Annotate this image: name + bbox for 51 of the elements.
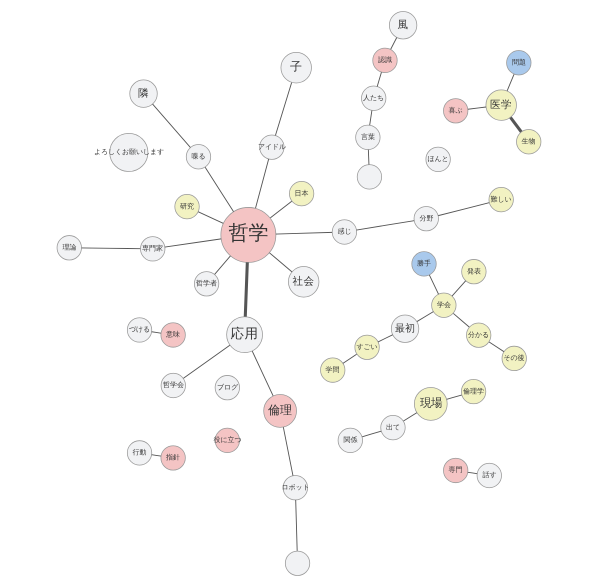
connector	[506, 74, 514, 92]
connector	[377, 334, 393, 342]
connector	[466, 106, 486, 110]
connector	[150, 454, 161, 457]
connector	[356, 220, 414, 231]
connector	[361, 430, 382, 438]
connector	[390, 37, 397, 50]
connector	[376, 72, 382, 87]
connector	[150, 331, 161, 334]
connector	[428, 274, 438, 295]
node-circle	[356, 164, 382, 190]
connector	[446, 394, 462, 400]
connector	[402, 412, 417, 422]
connector	[274, 232, 332, 235]
node-circle: 哲学	[220, 207, 276, 263]
node-circle: 応用	[226, 316, 262, 353]
connector	[254, 158, 269, 209]
node-circle: 社会	[288, 266, 319, 298]
connector	[282, 426, 293, 476]
connector	[197, 211, 224, 224]
node-circle: 風	[388, 11, 417, 40]
node-circle: 子	[280, 52, 312, 84]
connector	[204, 166, 234, 212]
connector	[416, 311, 434, 322]
node-circle: 現場	[413, 387, 448, 421]
connector	[368, 110, 372, 126]
connector	[269, 200, 292, 218]
node-circle: 最初	[390, 314, 419, 343]
connector	[182, 344, 230, 379]
node-circle: 倫理	[262, 394, 296, 428]
connector	[251, 350, 274, 396]
connector	[274, 82, 292, 136]
connector	[342, 354, 357, 364]
connector	[164, 238, 222, 248]
connector	[451, 280, 466, 297]
node-circle: 隣	[128, 80, 158, 108]
connector	[466, 472, 478, 474]
node-circle: 医学	[485, 89, 516, 121]
connector	[214, 255, 230, 275]
connector	[452, 312, 470, 328]
connector	[268, 252, 292, 272]
connector	[243, 262, 248, 317]
connector	[508, 116, 522, 133]
node-circle	[284, 550, 310, 576]
connector	[294, 500, 298, 552]
connector	[80, 247, 140, 250]
connector	[367, 149, 369, 165]
connector	[437, 202, 490, 216]
connector	[152, 104, 190, 148]
connector	[488, 342, 504, 352]
node-circle	[108, 132, 148, 172]
